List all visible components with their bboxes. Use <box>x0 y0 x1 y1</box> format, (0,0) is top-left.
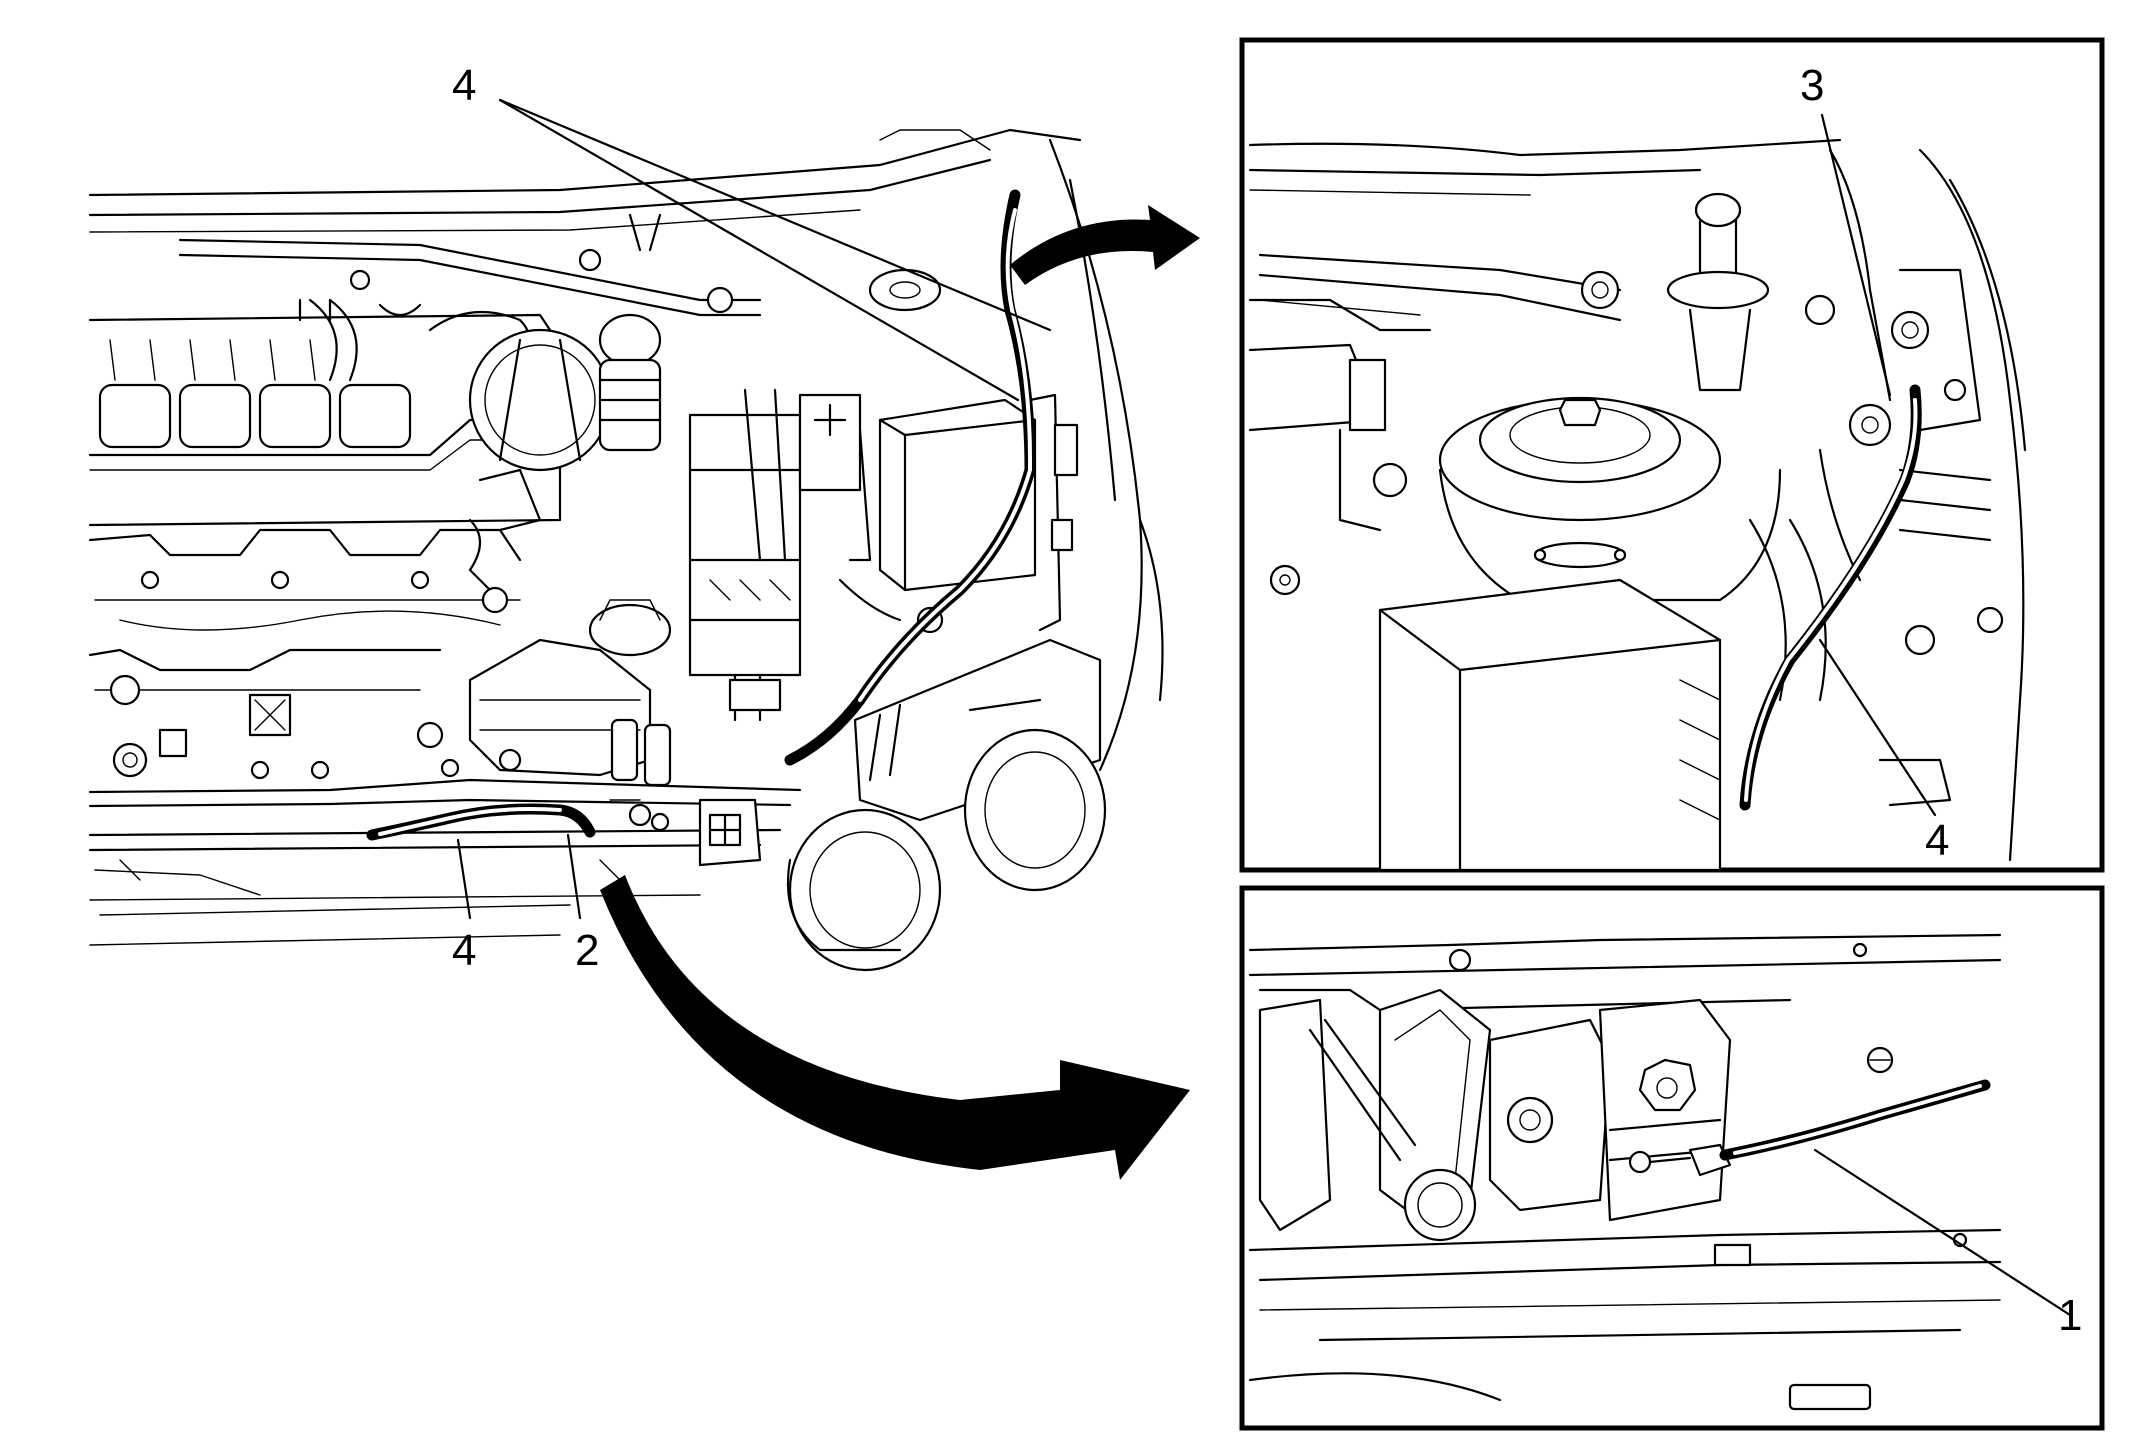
callout-3-detail-top: 3 <box>1800 61 1824 110</box>
callout-1-detail-bottom: 1 <box>2058 1291 2082 1340</box>
callout-4-main-bottom: 4 <box>452 926 476 975</box>
arrow-to-bottom-detail <box>600 875 1190 1180</box>
detail-view-strut-tower <box>1239 37 2105 873</box>
detail-view-hood-latch <box>1239 885 2105 1431</box>
callout-4-detail-top: 4 <box>1925 816 1949 865</box>
callout-4-main-top: 4 <box>452 61 476 110</box>
arrow-to-top-detail <box>1010 205 1200 285</box>
callout-leaders <box>456 98 2072 1317</box>
main-engine-bay-view <box>88 128 1164 972</box>
callout-2-main: 2 <box>575 926 599 975</box>
